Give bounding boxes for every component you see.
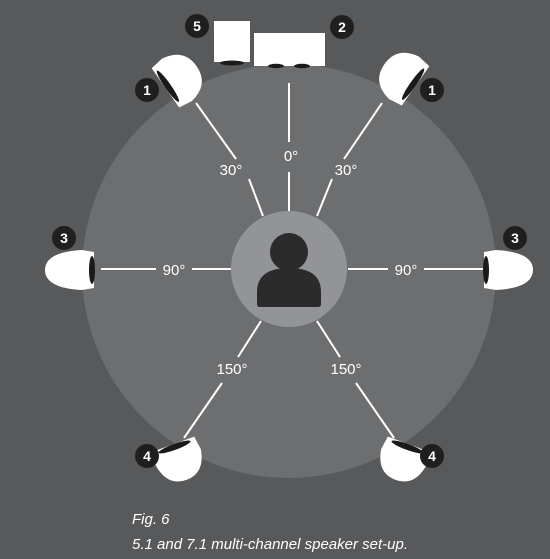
badge-center: 2 [330, 15, 354, 39]
angle-lines [101, 83, 483, 439]
badge-rear-right: 4 [420, 444, 444, 468]
rear-left-speaker-icon [152, 436, 202, 482]
angle-label-side-right: 90° [395, 262, 418, 279]
line-front-left-inner [248, 178, 264, 217]
speaker-setup-diagram: 0° 30° 30° 90° 90° 150° 150° [45, 14, 533, 482]
badge-front-left-label: 1 [143, 82, 151, 98]
rear-right-speaker-icon [380, 436, 430, 482]
figure-number: Fig. 6 [132, 511, 170, 528]
badge-center-label: 2 [338, 19, 346, 35]
line-rear-right [316, 320, 341, 358]
line-rear-right-inner [355, 382, 395, 439]
front-left-speaker-icon [151, 54, 202, 108]
badge-side-left: 3 [52, 226, 76, 250]
side-left-speaker-icon [45, 250, 95, 290]
center-speaker-icon [254, 33, 325, 69]
badge-rear-right-label: 4 [428, 448, 436, 464]
line-front-right [343, 102, 383, 160]
angle-label-front-left: 30° [220, 162, 243, 179]
figure-caption: 5.1 and 7.1 multi-channel speaker set-up… [132, 536, 408, 553]
subwoofer-icon [214, 21, 250, 66]
line-rear-left-inner [183, 382, 223, 439]
badge-side-right: 3 [503, 226, 527, 250]
side-right-speaker-icon [483, 250, 533, 290]
badge-subwoofer: 5 [185, 14, 209, 38]
angle-label-front-center: 0° [284, 148, 298, 165]
badge-subwoofer-label: 5 [193, 18, 201, 34]
badge-front-right-label: 1 [428, 82, 436, 98]
angle-label-rear-right: 150° [330, 361, 361, 378]
person-icon [257, 233, 321, 307]
angle-label-side-left: 90° [163, 262, 186, 279]
line-front-right-inner [316, 178, 333, 217]
listener [231, 211, 347, 327]
angle-label-rear-left: 150° [216, 361, 247, 378]
badge-front-left: 1 [135, 78, 159, 102]
badge-side-left-label: 3 [60, 230, 68, 246]
badge-rear-left: 4 [135, 444, 159, 468]
angle-label-front-right: 30° [335, 162, 358, 179]
line-rear-left [237, 320, 262, 358]
badge-rear-left-label: 4 [143, 448, 151, 464]
badge-front-right: 1 [420, 78, 444, 102]
front-right-speaker-icon [379, 52, 430, 106]
line-front-left [195, 102, 237, 160]
badge-side-right-label: 3 [511, 230, 519, 246]
